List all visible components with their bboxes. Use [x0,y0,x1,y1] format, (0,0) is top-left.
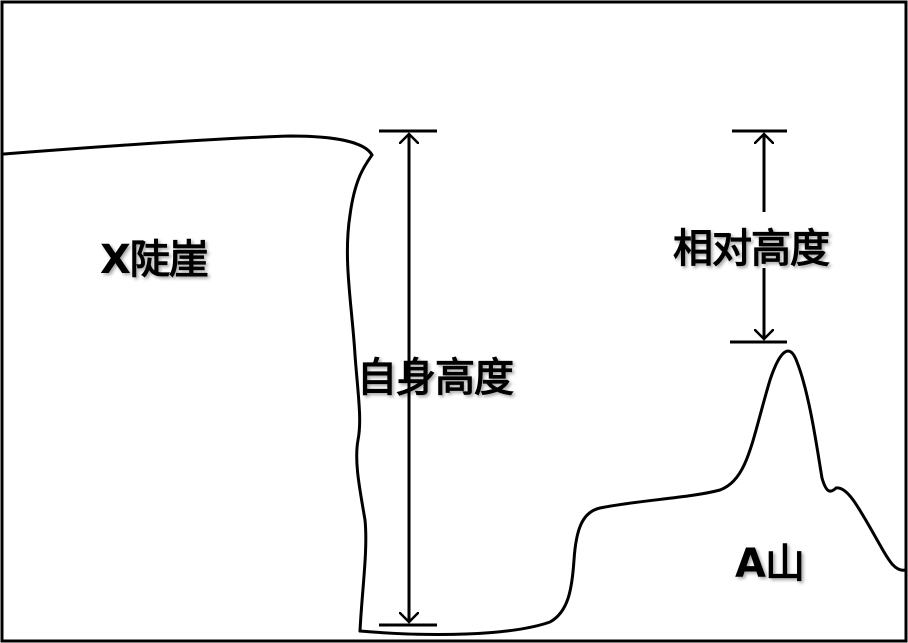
own-height-label: 自身高度 [357,355,514,401]
cliff-label: X陡崖 [100,237,209,283]
relative-height-label: 相对高度 [673,226,830,272]
mountain-label: A山 [735,541,805,587]
cliff-outline [2,134,374,633]
mountain-outline [358,349,908,636]
